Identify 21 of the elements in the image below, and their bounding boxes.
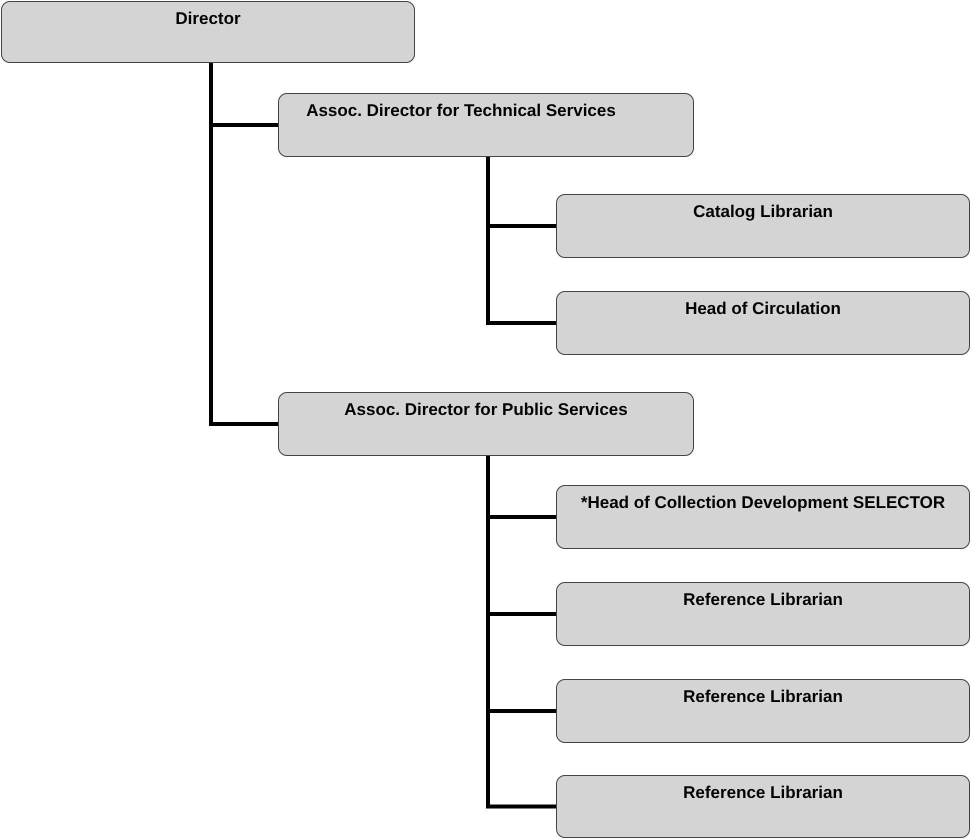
role-title: Reference Librarian — [682, 589, 844, 610]
org-box — [556, 582, 970, 646]
role-title: Catalog Librarian — [692, 201, 834, 222]
role-title: Reference Librarian — [682, 782, 844, 803]
org-box — [556, 291, 970, 355]
connector-line — [209, 63, 278, 426]
org-box — [1, 1, 415, 63]
role-title: Assoc. Director for Technical Services — [305, 100, 617, 121]
org-box — [556, 485, 970, 549]
connector-line — [486, 157, 556, 325]
org-box — [556, 194, 970, 258]
role-title: Assoc. Director for Public Services — [343, 399, 629, 420]
org-box — [556, 775, 970, 838]
connector-line — [486, 456, 556, 808]
role-title: Director — [174, 8, 242, 29]
role-title: Head of Circulation — [684, 298, 842, 319]
org-box — [278, 93, 694, 157]
role-title: *Head of Collection Development SELECTOR — [580, 492, 946, 513]
role-title: Reference Librarian — [682, 686, 844, 707]
org-box — [278, 392, 694, 456]
org-box — [556, 679, 970, 743]
